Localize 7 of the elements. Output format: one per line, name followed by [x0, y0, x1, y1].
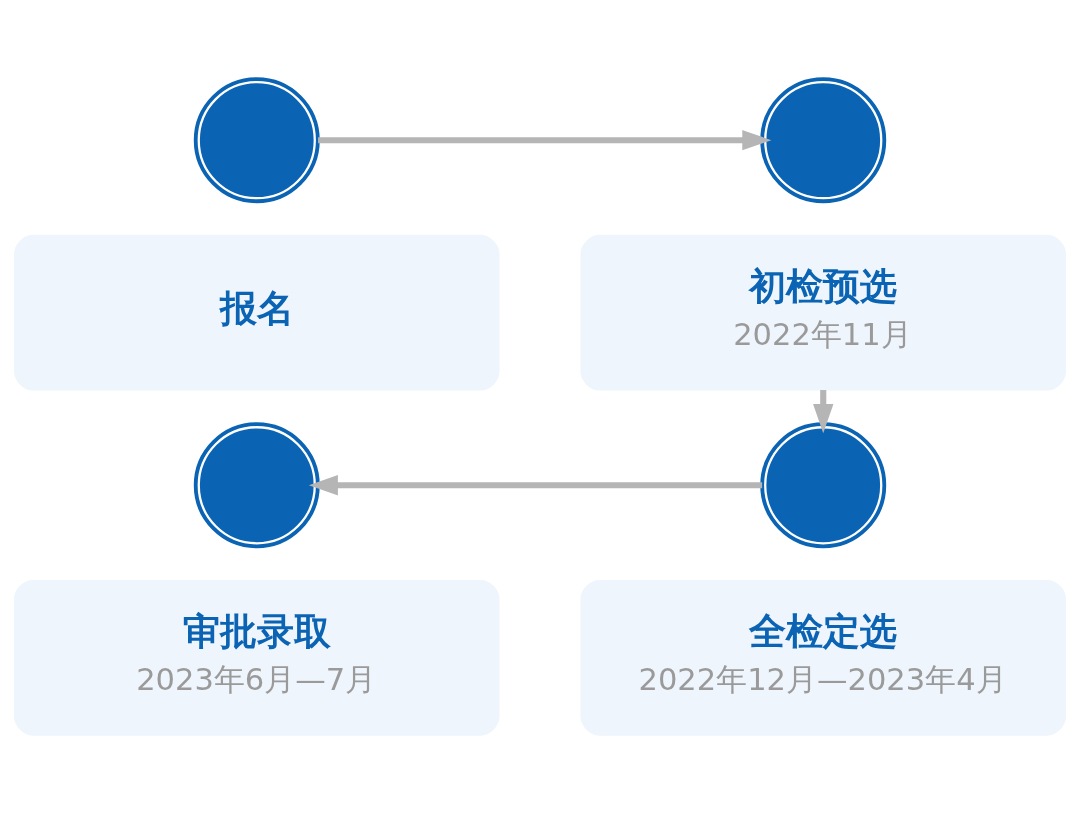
- node-circle: [760, 422, 887, 549]
- node-circle: [760, 77, 887, 204]
- arrow: [308, 475, 763, 496]
- node-circle: [193, 422, 320, 549]
- node-circle: [193, 77, 320, 204]
- arrow: [318, 130, 772, 151]
- node-box: 初检预选 2022年11月: [580, 234, 1066, 391]
